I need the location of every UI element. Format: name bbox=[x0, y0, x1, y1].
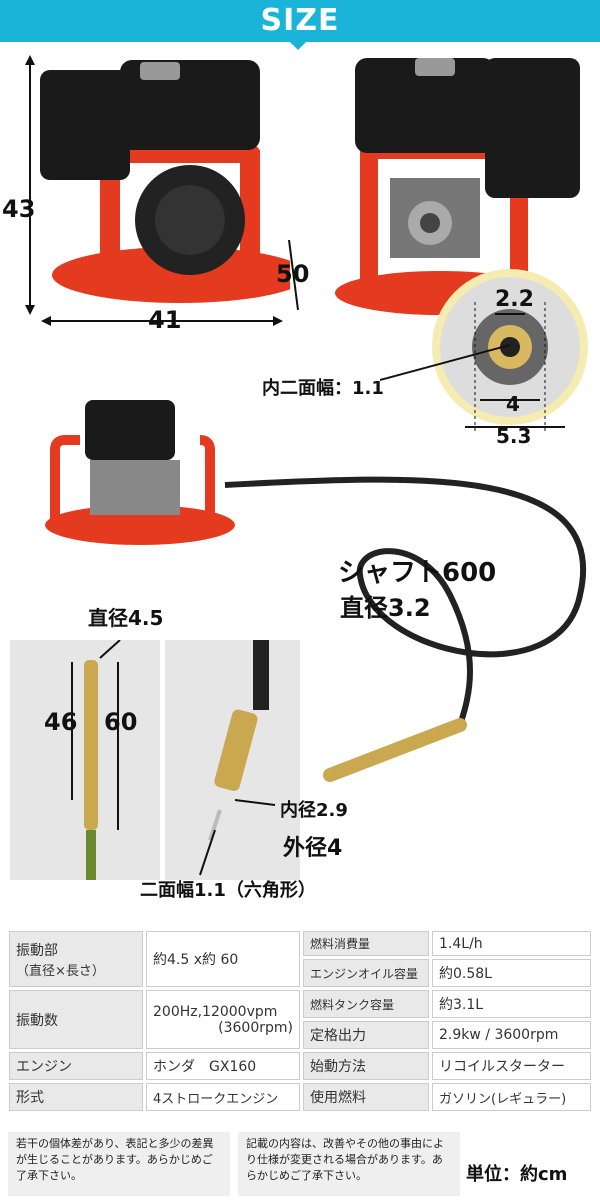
spec-value-start-method: リコイルスターター bbox=[432, 1052, 591, 1080]
note-variation: 若干の個体差があり、表記と多少の差異が生じることがあります。あらかじめご了承下さ… bbox=[8, 1132, 230, 1196]
engine-front-image bbox=[40, 60, 290, 303]
spec-value-fuel: ガソリン(レギュラー) bbox=[432, 1083, 591, 1111]
unit-label: 単位：約cm bbox=[466, 1164, 568, 1185]
spec-value-fuel-consumption: 1.4L/h bbox=[432, 931, 591, 956]
spec-label-engine: エンジン bbox=[9, 1052, 143, 1080]
head-left-drawing bbox=[71, 640, 121, 880]
note-spec-change: 記載の内容は、改善やその他の事由により仕様が変更される場合があります。あらかじめ… bbox=[238, 1132, 460, 1196]
engine-dimension-lines bbox=[25, 55, 299, 326]
spec-label-vibration: 振動部 （直径×長さ） bbox=[9, 931, 143, 987]
spec-label-fuel: 使用燃料 bbox=[303, 1083, 429, 1111]
vibrator-assembly-image bbox=[45, 400, 586, 782]
dim-shaft-outer: 5.3 bbox=[496, 424, 532, 448]
inner-diameter-label: 内径2.9 bbox=[280, 800, 348, 821]
dim-head-len-a: 46 bbox=[44, 708, 78, 736]
spec-value-fuel-tank: 約3.1L bbox=[432, 990, 591, 1018]
spec-value-type: 4ストロークエンジン bbox=[146, 1083, 300, 1111]
spec-value-frequency: 200Hz,12000vpm (3600rpm) bbox=[146, 990, 300, 1049]
spec-value-vibration: 約4.5 x約 60 bbox=[146, 931, 300, 987]
spec-label-start-method: 始動方法 bbox=[303, 1052, 429, 1080]
spec-label-type: 形式 bbox=[9, 1083, 143, 1111]
dim-width: 41 bbox=[148, 306, 182, 334]
hex-width-label: 二面幅1.1（六角形） bbox=[140, 880, 316, 901]
spec-value-rated-output: 2.9kw / 3600rpm bbox=[432, 1021, 591, 1049]
size-header bbox=[0, 0, 600, 42]
spec-label-rated-output: 定格出力 bbox=[303, 1021, 429, 1049]
outer-diameter-label: 外径4 bbox=[283, 836, 343, 861]
dim-base-height: 50 bbox=[276, 260, 310, 288]
spec-label-fuel-consumption: 燃料消費量 bbox=[303, 931, 429, 956]
dim-shaft-mid: 4 bbox=[506, 392, 520, 416]
inner-width-pointer bbox=[380, 344, 511, 381]
coupler-detail-image bbox=[432, 269, 588, 432]
spec-label-oil-capacity: エンジンオイル容量 bbox=[303, 959, 429, 987]
spec-value-engine: ホンダ GX160 bbox=[146, 1052, 300, 1080]
dim-head-len-b: 60 bbox=[104, 708, 138, 736]
shaft-length-label: シャフト600 bbox=[338, 558, 497, 588]
spec-value-oil-capacity: 約0.58L bbox=[432, 959, 591, 987]
head-right-drawing bbox=[199, 640, 276, 876]
spec-label-frequency: 振動数 bbox=[9, 990, 143, 1049]
spec-label-fuel-tank: 燃料タンク容量 bbox=[303, 990, 429, 1018]
dim-height: 43 bbox=[2, 195, 36, 223]
shaft-diameter-label: 直径3.2 bbox=[340, 594, 431, 622]
head-diameter-label: 直径4.5 bbox=[88, 606, 164, 630]
header-pointer bbox=[290, 42, 306, 50]
spec-table: 振動部 （直径×長さ） 約4.5 x約 60 燃料消費量 1.4L/h エンジン… bbox=[6, 928, 594, 1114]
page-title: SIZE bbox=[260, 3, 340, 38]
dim-shaft-inner: 2.2 bbox=[495, 287, 534, 312]
inner-width-label: 内二面幅：1.1 bbox=[262, 378, 384, 399]
